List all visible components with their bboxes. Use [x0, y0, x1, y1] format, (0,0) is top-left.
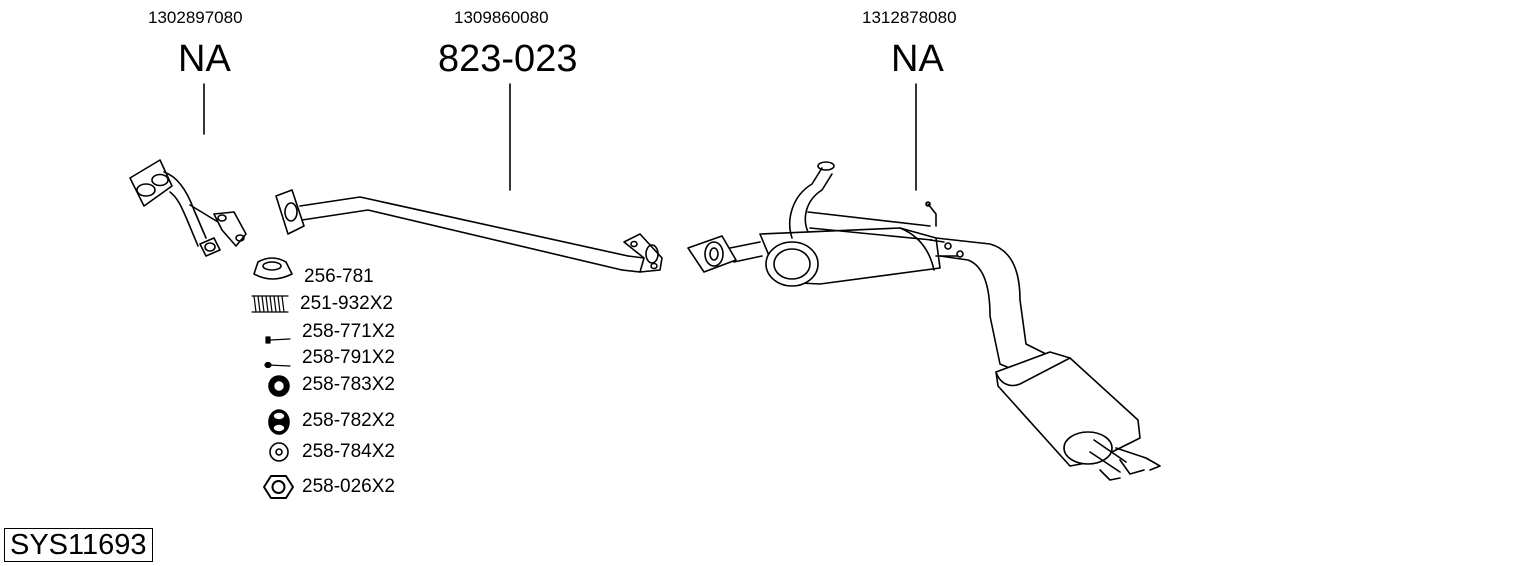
- part-number-front-pipe: 1302897080: [148, 8, 243, 27]
- hardware-label: 258-784X2: [302, 441, 395, 462]
- front-pipe-illustration: [129, 159, 247, 257]
- part-number-middle-pipe: 1309860080: [454, 8, 549, 27]
- gasket-ring-icon: [253, 257, 293, 280]
- hardware-label: 256-781: [304, 266, 374, 287]
- hardware-label: 251-932X2: [300, 293, 393, 314]
- rubber-bush-icon: [268, 409, 290, 435]
- hex-nut-icon: [263, 475, 294, 499]
- bolt-icon: [265, 336, 291, 344]
- code-front-pipe: NA: [178, 38, 231, 80]
- hardware-label: 258-782X2: [302, 410, 395, 431]
- middle-pipe-illustration: [275, 189, 663, 273]
- hardware-label: 258-783X2: [302, 374, 395, 395]
- code-middle-pipe: 823-023: [438, 38, 578, 80]
- washer-icon: [269, 442, 289, 462]
- hardware-label: 258-026X2: [302, 476, 395, 497]
- part-number-rear-section: 1312878080: [862, 8, 957, 27]
- screw-icon: [264, 361, 291, 369]
- spring-icon: [251, 295, 289, 313]
- rear-section-illustration: [687, 161, 1161, 481]
- hardware-label: 258-791X2: [302, 347, 395, 368]
- system-code-box: SYS11693: [4, 528, 153, 562]
- code-rear-section: NA: [891, 38, 944, 80]
- rubber-mount-icon: [268, 375, 290, 397]
- hardware-label: 258-771X2: [302, 321, 395, 342]
